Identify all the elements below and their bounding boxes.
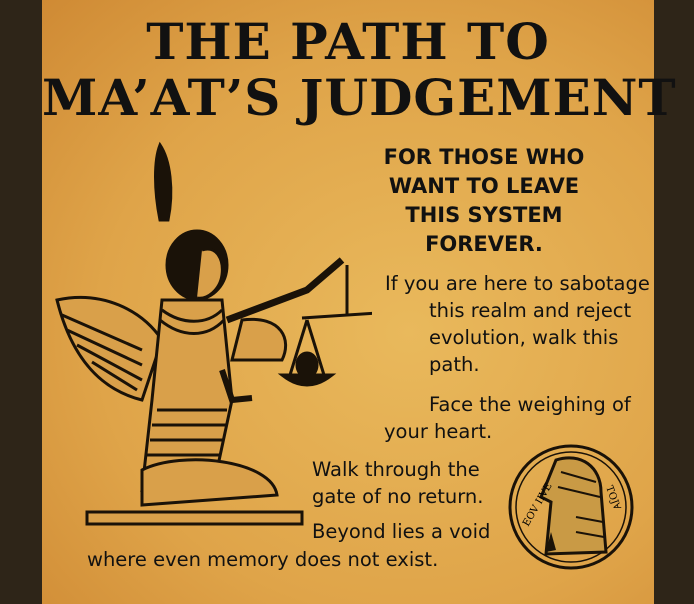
paragraph-line: If you are here to sabotage [385,272,650,295]
paragraph-line: evolution, walk this [429,326,619,349]
subtitle-line: FOR THOSE WHO [383,145,585,169]
pharaoh-coin: EOV IIVE TOJ∀ [508,444,634,570]
paragraph-line: your heart. [384,420,493,443]
subtitle-line: THIS SYSTEM [405,203,563,227]
title-line-2: MA’AT’S JUDGEMENT [42,68,677,127]
paragraph-line: Beyond lies a void [312,520,491,543]
subtitle-line: WANT TO LEAVE [388,174,580,198]
coin-text-right: TOJ∀ [603,484,622,511]
paragraph-line: this realm and reject [429,299,632,322]
subtitle-line: FOREVER. [425,232,543,256]
paragraph-line: path. [429,353,480,376]
paragraph-line: Walk through the [312,458,480,481]
paragraph-line: where even memory does not exist. [87,548,439,571]
feather-icon [154,141,173,222]
paragraph-line: gate of no return. [312,485,484,508]
maat-illustration [55,141,372,526]
title-line-1: THE PATH TO [146,12,550,71]
paragraph-line: Face the weighing of [429,393,631,416]
poster: THE PATH TO MA’AT’S JUDGEMENT FOR THOSE … [42,0,677,604]
